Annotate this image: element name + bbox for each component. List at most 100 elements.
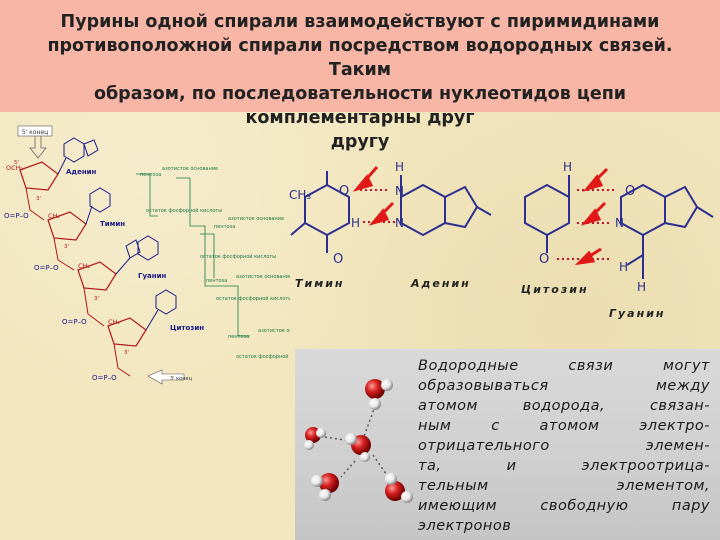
explanation-line: электронов — [418, 518, 512, 534]
adenine-ring-5 — [83, 139, 99, 157]
three-prime-arrow — [147, 369, 185, 385]
hydrogen-label: H — [619, 260, 628, 274]
water-molecule — [311, 473, 339, 501]
glycosidic-bond — [145, 309, 159, 331]
hydrogen-label: H — [395, 160, 404, 174]
thymine-caption: Тимин — [295, 277, 345, 290]
hydrogen-atom — [385, 473, 397, 485]
oxygen-label: O — [333, 252, 343, 267]
base-note: азотистое основание — [162, 166, 218, 172]
water-molecule — [365, 379, 393, 410]
annotation-bracket — [176, 177, 222, 287]
arrow-head — [574, 250, 596, 266]
hydrogen-atom — [304, 440, 314, 450]
pentose-ring-1 — [19, 161, 59, 191]
base-label-cytosine: Цитозин — [170, 324, 204, 332]
dna-strand-diagram: 5' конец O=P–O O=P–O O=P–O O=P–O OCH₂ CH… — [4, 125, 290, 385]
water-molecules-illustration — [304, 379, 413, 503]
explanation-line: та, и электроотрица- — [418, 458, 710, 474]
nitrogen-label: N — [615, 216, 624, 230]
explanation-line: атомом водорода, связан- — [418, 398, 710, 414]
oxygen-atom — [385, 481, 405, 501]
oxygen-label: O — [539, 252, 549, 267]
arrow-head — [352, 174, 374, 192]
guanine-caption: Гуанин — [609, 307, 666, 320]
hydrogen-atom — [345, 433, 357, 445]
guanine-bond — [626, 254, 644, 266]
prime-label: 3' — [64, 244, 69, 250]
glycosidic-bond — [85, 205, 93, 225]
guanine-bond — [696, 206, 714, 218]
pentose-ring-3 — [77, 261, 117, 291]
annotation-bracket — [136, 173, 158, 217]
three-prime-end-label: 3' конец — [170, 376, 193, 382]
thymine-ring — [89, 187, 111, 213]
ch2-label: CH₂ — [48, 212, 60, 220]
methyl-label: CH₃ — [289, 188, 311, 202]
adenine-caption: Аденин — [410, 277, 471, 290]
pentose-note: пентоза — [206, 278, 227, 284]
phosphate-note: остаток фосфорной кислоты — [200, 253, 276, 260]
hydrogen-atom — [316, 428, 326, 438]
backbone-link — [25, 187, 45, 221]
phosphate-note: остаток фосфорной кислоты — [146, 207, 222, 214]
hydrogen-bond-line — [340, 460, 356, 478]
oxygen-label: O — [625, 184, 635, 199]
five-prime-arrow — [29, 136, 47, 159]
explanation-line: отрицательного элемен- — [418, 438, 710, 454]
explanation-line: образовываться между — [418, 378, 710, 394]
pentose-note: пентоза — [214, 224, 235, 230]
hydrogen-label: H — [563, 160, 572, 174]
pentose-ring-4 — [107, 317, 147, 347]
prime-label: 5' — [14, 160, 19, 166]
arrow-head — [368, 208, 390, 226]
explanation-line: ным с атомом электро- — [418, 418, 710, 434]
hydrogen-atom — [319, 489, 331, 501]
adenine-bond — [476, 206, 492, 216]
glycosidic-bond — [115, 257, 131, 275]
annotation-bracket — [222, 285, 250, 337]
oxygen-atom — [365, 379, 385, 399]
backbone-link — [83, 287, 105, 327]
phosphate-label: O=P–O — [4, 212, 29, 220]
base-label-thymine: Тимин — [100, 220, 125, 228]
ch2-label: CH₂ — [78, 262, 90, 270]
hydrogen-label: H — [351, 216, 360, 230]
och2-label: OCH₂ — [6, 164, 24, 172]
explanation-line: имеющим свободную пару — [418, 498, 710, 514]
cytosine-caption: Цитозин — [521, 283, 589, 296]
base-note: азотистое основание — [236, 274, 290, 280]
base-pair-structures: CH₃ O O H N H N H O O N H H — [289, 160, 714, 320]
hydrogen-atom — [401, 491, 413, 503]
five-prime-end-label: 5' конец — [22, 129, 48, 136]
guanine-ring-5 — [125, 239, 141, 259]
hydrogen-bond-explanation: Водородные связи могут образовываться ме… — [418, 356, 710, 536]
hydrogen-atom — [381, 379, 393, 391]
cytosine-ring — [155, 289, 177, 315]
title-line: другу — [330, 132, 390, 152]
phosphate-label: O=P–O — [62, 318, 87, 326]
title-line: образом, по последовательности нуклеотид… — [93, 84, 627, 128]
base-label-adenine: Аденин — [66, 168, 97, 176]
water-molecule — [304, 427, 326, 450]
hydrogen-atom — [369, 398, 381, 410]
nitrogen-label: N — [395, 184, 404, 198]
prime-label: 3' — [36, 196, 41, 202]
water-molecule — [385, 473, 413, 503]
hydrogen-atom — [360, 452, 370, 462]
title-line: Пурины одной спирали взаимодействуют с п… — [60, 12, 660, 32]
title-line: противоположной спирали посредством водо… — [47, 36, 673, 80]
explanation-line: тельным элементом, — [418, 478, 710, 494]
prime-label: 3' — [124, 350, 129, 356]
base-label-guanine: Гуанин — [138, 272, 166, 280]
phosphate-note: остаток фосфорной кислоты — [216, 295, 290, 302]
glycosidic-bond — [57, 157, 67, 175]
thymine-bond — [290, 222, 306, 236]
phosphate-label: O=P–O — [34, 264, 59, 272]
annotation-bracket — [200, 233, 215, 278]
arrow-head — [582, 174, 604, 192]
ch2-label: CH₂ — [108, 318, 120, 326]
adenine-ring — [63, 137, 85, 163]
cytosine-structure — [524, 183, 570, 237]
nitrogen-label: N — [395, 216, 404, 230]
